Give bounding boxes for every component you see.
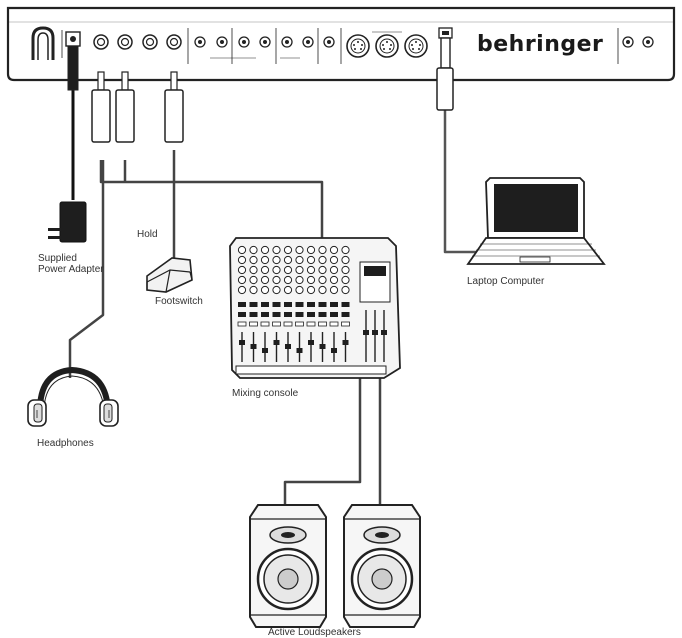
sustain-jacks	[617, 28, 654, 64]
footswitch-icon	[146, 257, 193, 293]
label-laptop: Laptop Computer	[467, 276, 545, 287]
usb-port-icon	[438, 27, 453, 39]
mixing-console-icon	[229, 237, 401, 379]
midi-ports-icon	[346, 31, 428, 58]
power-adapter-icon	[48, 201, 87, 243]
rear-panel	[6, 6, 676, 82]
cables	[68, 46, 502, 508]
brand-logo: behringer	[477, 32, 604, 57]
loudspeaker-left-icon	[248, 503, 328, 629]
usb-plug-icon	[436, 37, 454, 111]
mixer-strips	[237, 245, 387, 362]
jack-plugs	[91, 71, 184, 143]
label-loudspeakers: Active Loudspeakers	[268, 627, 361, 638]
label-footswitch: Footswitch	[155, 296, 203, 307]
cv-jacks	[194, 28, 335, 64]
power-plug-icon	[67, 45, 79, 91]
headphones-icon	[27, 366, 119, 427]
kensington-lock-icon	[31, 26, 55, 60]
label-mixing-console: Mixing console	[232, 388, 299, 399]
laptop-icon	[466, 177, 606, 265]
loudspeaker-right-icon	[342, 503, 422, 629]
label-power-adapter: Supplied Power Adapter	[38, 253, 104, 275]
label-headphones: Headphones	[37, 438, 94, 449]
label-hold: Hold	[137, 229, 158, 240]
